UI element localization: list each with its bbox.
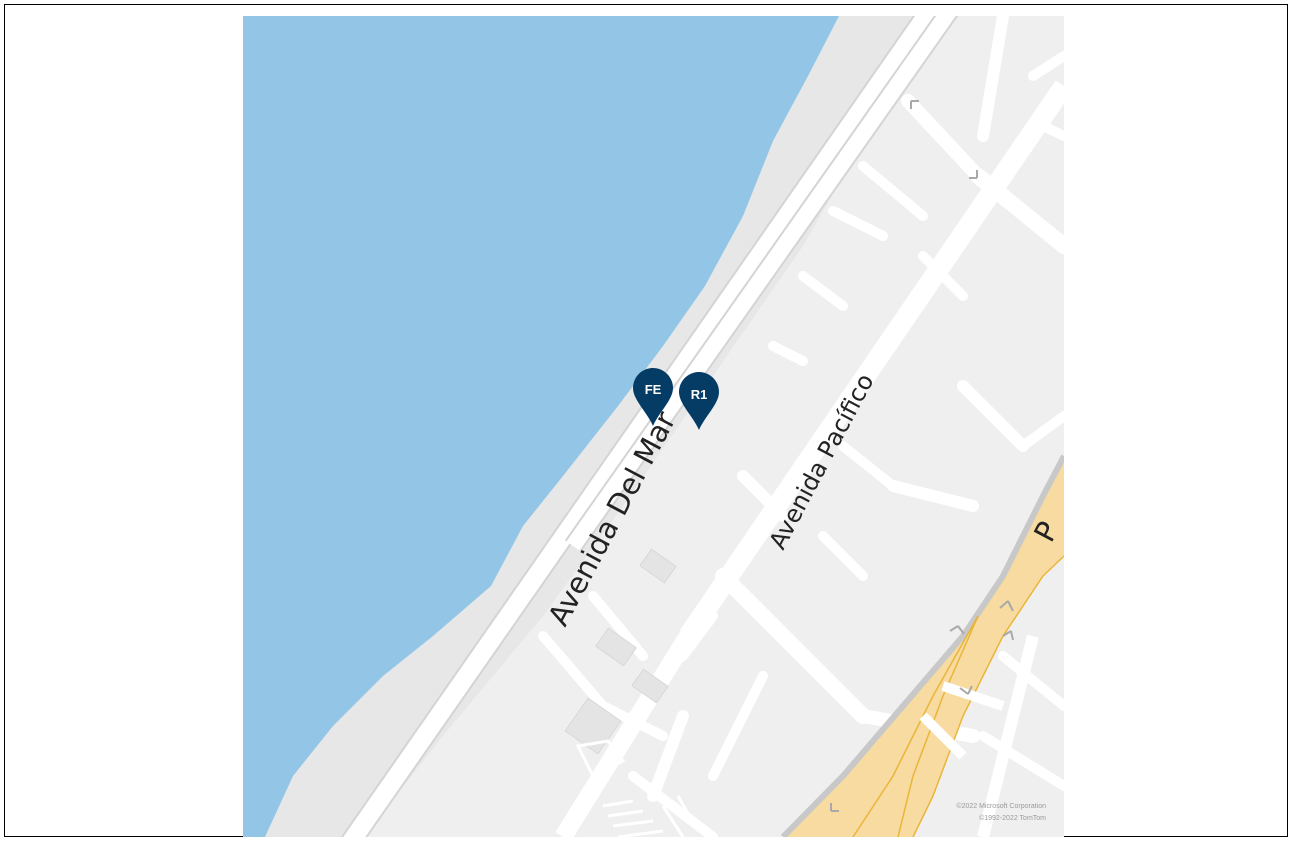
highway-road bbox=[780, 454, 1064, 837]
page-frame: Avenida Del Mar Avenida Pacífico P FE R1… bbox=[4, 4, 1288, 837]
direction-arrows bbox=[830, 100, 1014, 812]
road-avenida-pacifico bbox=[555, 80, 1064, 837]
map-svg[interactable]: Avenida Del Mar Avenida Pacífico P FE R1 bbox=[243, 16, 1064, 837]
marker-label-r1: R1 bbox=[691, 387, 708, 402]
attribution-tomtom: ©1992-2022 TomTom bbox=[979, 815, 1046, 822]
minor-streets bbox=[538, 16, 1064, 837]
attribution-microsoft: ©2022 Microsoft Corporation bbox=[956, 803, 1046, 810]
map-marker-r1[interactable]: R1 bbox=[679, 372, 719, 430]
water-area bbox=[243, 16, 839, 837]
parking-lot bbox=[575, 739, 700, 837]
road-avenida-del-mar bbox=[340, 16, 959, 837]
map-marker-fe[interactable]: FE bbox=[633, 368, 673, 426]
marker-label-fe: FE bbox=[645, 382, 662, 397]
map-canvas[interactable]: Avenida Del Mar Avenida Pacífico P FE R1… bbox=[243, 16, 1064, 837]
